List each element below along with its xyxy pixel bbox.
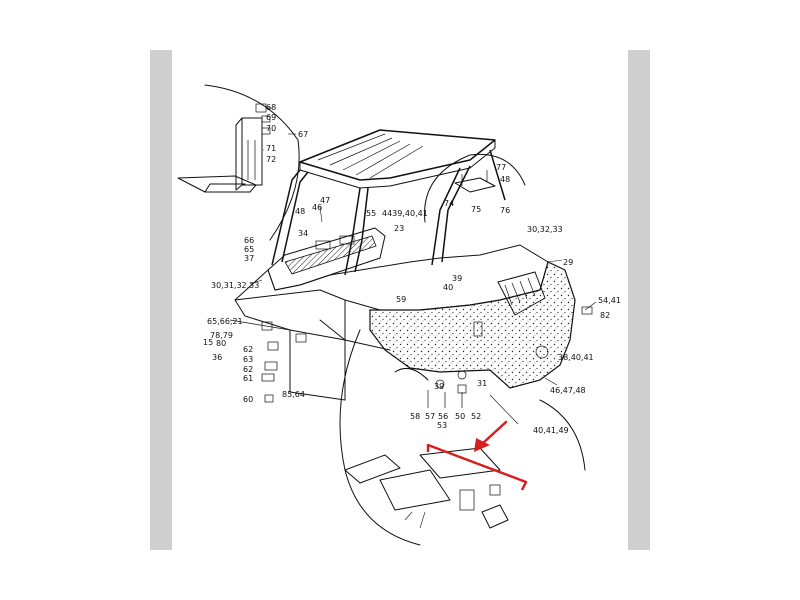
label-67: 67 (298, 130, 308, 139)
label-47: 47 (320, 196, 330, 205)
label-80: 80 (216, 339, 226, 348)
chassis (229, 244, 549, 401)
part-labels: 68 69 70 71 72 67 47 48 46 55 4439,40,41… (203, 103, 621, 435)
label-74: 74 (444, 199, 454, 208)
overhead-guard (271, 129, 506, 276)
label-58: 58 (410, 412, 420, 421)
label-38-40-41: 38,40,41 (558, 353, 594, 362)
counterweight (369, 261, 576, 389)
label-4439: 4439,40,41 (382, 209, 428, 218)
label-30-32-33: 30,32,33 (527, 225, 563, 234)
label-52: 52 (471, 412, 481, 421)
label-40-41-49: 40,41,49 (533, 426, 569, 435)
left-margin-bar (150, 50, 172, 550)
label-62-b: 62 (243, 365, 253, 374)
label-70: 70 (266, 124, 276, 133)
leader-lines (249, 107, 597, 425)
label-39-b: 39 (434, 382, 444, 391)
label-39: 39 (452, 274, 462, 283)
label-29: 29 (563, 258, 573, 267)
label-59: 59 (396, 295, 406, 304)
label-72: 72 (266, 155, 276, 164)
label-31: 31 (477, 379, 487, 388)
label-85-64: 85,64 (282, 390, 305, 399)
label-69: 69 (266, 113, 276, 122)
label-66: 66 (244, 236, 254, 245)
label-71: 71 (266, 144, 276, 153)
callout-bracket (426, 420, 528, 491)
label-55: 55 (366, 209, 376, 218)
label-50: 50 (455, 412, 465, 421)
label-48: 48 (295, 207, 305, 216)
label-56: 56 (438, 412, 448, 421)
label-48-b: 48 (500, 175, 510, 184)
label-65-66-21: 65,66,21 (207, 317, 243, 326)
small-parts (261, 306, 593, 408)
label-36: 36 (212, 353, 222, 362)
label-40: 40 (443, 283, 453, 292)
label-61: 61 (243, 374, 253, 383)
lower-subassembly (344, 447, 509, 529)
label-15: 15 (203, 338, 213, 347)
label-60: 60 (243, 395, 253, 404)
label-30-31-32-33: 30,31,32,33 (211, 281, 259, 290)
right-margin-bar (628, 50, 650, 550)
label-23: 23 (394, 224, 404, 233)
label-57: 57 (425, 412, 435, 421)
label-65: 65 (244, 245, 254, 254)
label-76: 76 (500, 206, 510, 215)
label-62-a: 62 (243, 345, 253, 354)
detail-circle-bracket (424, 153, 526, 223)
label-63: 63 (243, 355, 253, 364)
dashboard (267, 227, 386, 291)
label-46: 46 (312, 203, 322, 212)
label-75: 75 (471, 205, 481, 214)
label-37: 37 (244, 254, 254, 263)
label-54-41: 54,41 (598, 296, 621, 305)
label-53: 53 (437, 421, 447, 430)
label-77: 77 (496, 163, 506, 172)
label-68: 68 (266, 103, 276, 112)
label-34: 34 (298, 229, 308, 238)
label-82: 82 (600, 311, 610, 320)
label-46-47-48: 46,47,48 (550, 386, 586, 395)
label-78-79: 78,79 (210, 331, 233, 340)
fork-detail (177, 84, 300, 241)
